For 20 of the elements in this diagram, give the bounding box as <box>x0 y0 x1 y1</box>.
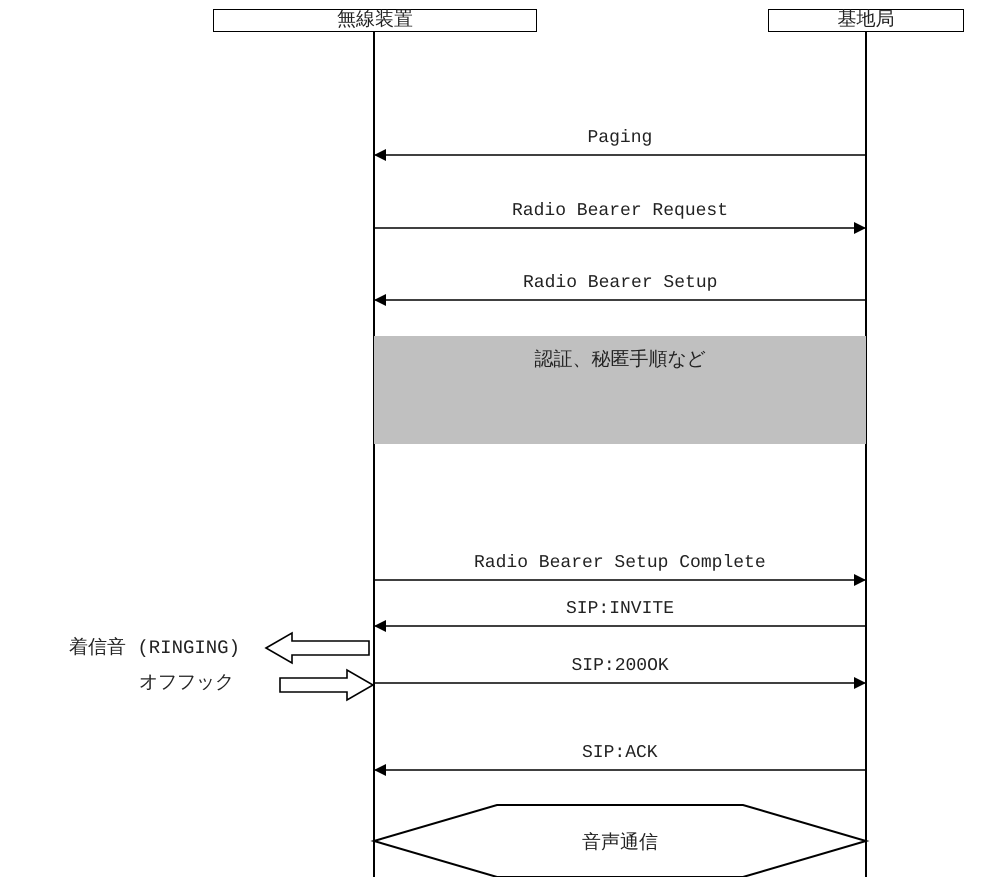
message-arrow <box>374 677 866 689</box>
message-arrow <box>374 620 866 632</box>
message-label: Radio Bearer Setup <box>523 273 718 293</box>
process-band <box>374 336 866 444</box>
block-arrow <box>279 668 375 702</box>
block-arrow <box>264 632 370 664</box>
band-title: 認証、秘匿手順など <box>534 348 706 372</box>
message-arrow <box>374 764 866 776</box>
participant-box: 無線装置 <box>213 9 537 32</box>
phase-label: 音声通信 <box>581 831 659 855</box>
message-arrow <box>374 222 866 234</box>
message-label: Radio Bearer Request <box>512 201 728 221</box>
message-arrow <box>374 574 866 586</box>
message-label: Paging <box>588 128 652 148</box>
message-arrow <box>374 149 866 161</box>
side-label: 着信音 (RINGING) <box>6 634 268 662</box>
participant-box: 基地局 <box>768 9 964 32</box>
side-label: オフフック <box>100 669 280 697</box>
message-arrow <box>374 294 866 306</box>
message-label: Radio Bearer Setup Complete <box>474 553 766 573</box>
